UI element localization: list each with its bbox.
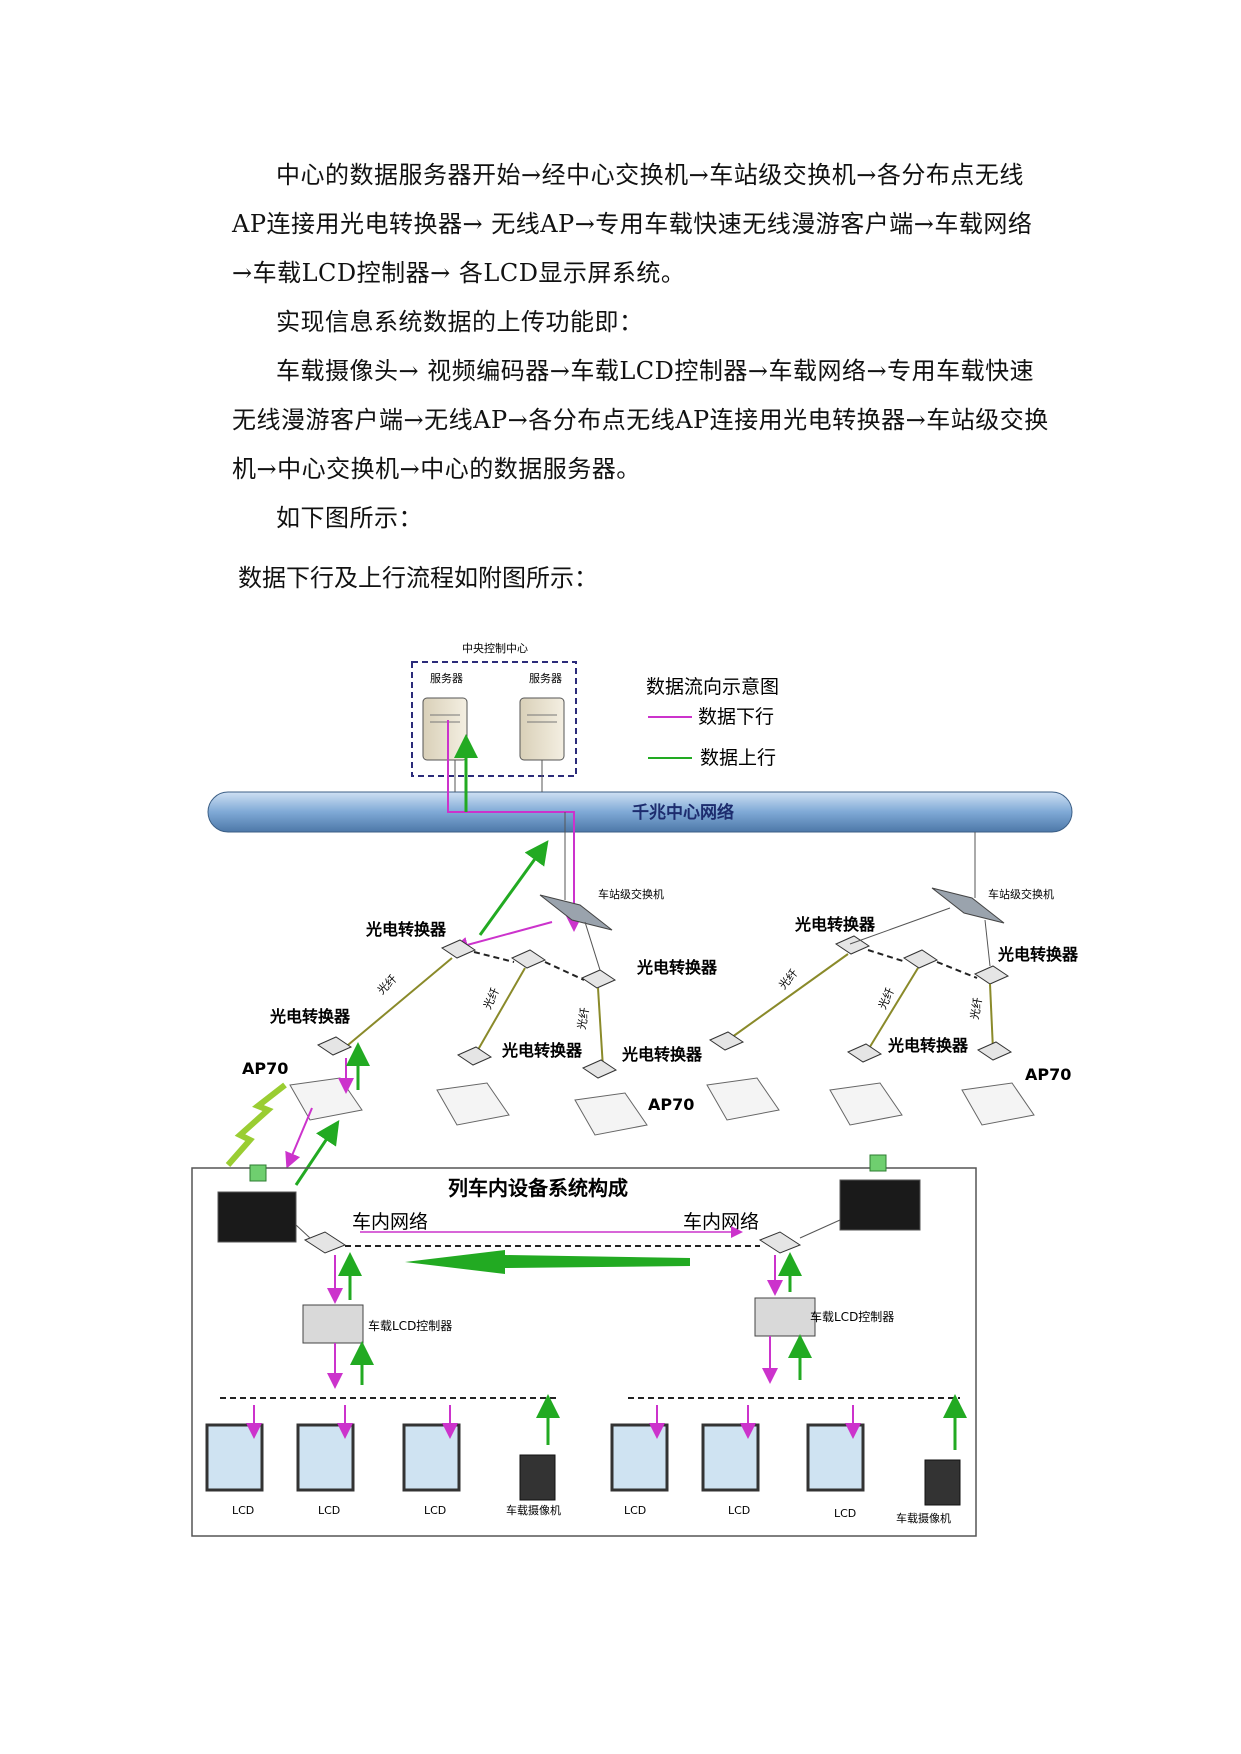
center-frame bbox=[411, 661, 577, 777]
paragraph-see-below: 如下图所示： bbox=[276, 504, 423, 532]
downstream-path-center bbox=[447, 720, 582, 932]
train-switch-icon-left bbox=[303, 1231, 347, 1254]
train-frame bbox=[191, 1167, 977, 1537]
fiber-label-d: 光纤 bbox=[776, 966, 801, 992]
ap-icon-e bbox=[829, 1082, 903, 1126]
camera-icon-right bbox=[924, 1459, 961, 1506]
lcd-label-4: LCD bbox=[624, 1504, 646, 1517]
train-network-label-right: 车内网络 bbox=[683, 1211, 759, 1233]
converter-icon-j bbox=[708, 1031, 745, 1051]
ap-icon-c bbox=[574, 1092, 648, 1136]
legend-title: 数据流向示意图 bbox=[646, 676, 779, 698]
server-icon-right bbox=[519, 697, 565, 761]
train-upstream-arrow bbox=[405, 1250, 690, 1274]
converter-label-g: 光电转换器 bbox=[794, 915, 876, 934]
roaming-client-icon-left bbox=[217, 1164, 297, 1243]
camera-label-right: 车载摄像机 bbox=[896, 1511, 951, 1525]
ap-icon-d bbox=[706, 1077, 780, 1121]
converter-label-a: 光电转换器 bbox=[365, 920, 447, 939]
converter-label-e: 光电转换器 bbox=[501, 1041, 583, 1060]
lcd-monitor-icon-5 bbox=[701, 1423, 760, 1492]
fiber-label-f: 光纤 bbox=[967, 996, 985, 1020]
backbone-pipe bbox=[207, 791, 1073, 833]
legend-down-label: 数据下行 bbox=[698, 706, 774, 728]
backbone-label: 千兆中心网络 bbox=[632, 802, 734, 823]
fiber-label-b: 光纤 bbox=[480, 985, 502, 1011]
ap-label-b: AP70 bbox=[648, 1095, 694, 1114]
figure-caption: 数据下行及上行流程如附图所示： bbox=[238, 564, 598, 592]
lcd-label-5: LCD bbox=[728, 1504, 750, 1517]
converter-icon-e bbox=[456, 1046, 493, 1066]
wireless-link-icon bbox=[225, 1082, 287, 1167]
ap-icon-b bbox=[436, 1082, 510, 1126]
lcd-monitor-icon-2 bbox=[296, 1423, 355, 1492]
converter-icon-c bbox=[580, 969, 617, 989]
paragraph-downstream-flow: 中心的数据服务器开始→经中心交换机→车站级交换机→各分布点无线AP连接用光电转换… bbox=[232, 161, 1033, 287]
lcd-label-3: LCD bbox=[424, 1504, 446, 1517]
lcd-label-6: LCD bbox=[834, 1507, 856, 1520]
paragraph-upstream-flow: 车载摄像头→ 视频编码器→车载LCD控制器→车载网络→专用车载快速无线漫游客户端… bbox=[232, 357, 1049, 483]
converter-label-f: 光电转换器 bbox=[621, 1045, 703, 1064]
converter-label-d: 光电转换器 bbox=[269, 1007, 351, 1026]
lcd-controller-icon-right bbox=[754, 1297, 816, 1337]
converter-label-i: 光电转换器 bbox=[997, 945, 1079, 964]
train-switch-icon-right bbox=[758, 1231, 802, 1254]
converter-label-k: 光电转换器 bbox=[887, 1036, 969, 1055]
lcd-label-2: LCD bbox=[318, 1504, 340, 1517]
paragraph-upload-intro: 实现信息系统数据的上传功能即： bbox=[276, 308, 644, 336]
lcd-controller-label-left: 车载LCD控制器 bbox=[368, 1318, 452, 1333]
lcd-label-1: LCD bbox=[232, 1504, 254, 1517]
camera-label-left: 车载摄像机 bbox=[506, 1503, 561, 1517]
ap-icon-f bbox=[961, 1082, 1035, 1126]
converter-icon-f bbox=[581, 1059, 618, 1079]
lcd-controller-icon-left bbox=[302, 1304, 364, 1344]
lcd-monitor-icon-4 bbox=[610, 1423, 669, 1492]
train-network-label-left: 车内网络 bbox=[352, 1211, 428, 1233]
ap-label-a: AP70 bbox=[242, 1059, 288, 1078]
converter-icon-i bbox=[973, 965, 1010, 985]
converter-icon-b bbox=[510, 949, 547, 969]
converter-icon-l bbox=[976, 1041, 1013, 1061]
center-title: 中央控制中心 bbox=[462, 641, 528, 655]
converter-label-c: 光电转换器 bbox=[636, 958, 718, 977]
station-switch-left bbox=[539, 894, 613, 931]
roaming-client-icon-right bbox=[839, 1154, 921, 1231]
legend-up-label: 数据上行 bbox=[700, 747, 776, 769]
server-label-right: 服务器 bbox=[529, 672, 562, 685]
server-icon-left bbox=[422, 697, 468, 761]
converter-icon-h bbox=[902, 949, 939, 969]
lcd-monitor-icon-6 bbox=[806, 1423, 865, 1492]
camera-icon-left bbox=[519, 1454, 556, 1501]
converter-icon-d bbox=[316, 1036, 353, 1056]
lcd-controller-label-right: 车载LCD控制器 bbox=[810, 1309, 894, 1324]
ap-label-c: AP70 bbox=[1025, 1065, 1071, 1084]
converter-icon-k bbox=[846, 1043, 883, 1063]
ap-icon-a bbox=[289, 1077, 363, 1121]
station-switch-right bbox=[931, 887, 1005, 924]
train-title: 列车内设备系统构成 bbox=[448, 1176, 628, 1200]
station-switch-left-label: 车站级交换机 bbox=[598, 887, 664, 901]
fiber-label-c: 光纤 bbox=[574, 1006, 592, 1030]
converter-icon-a bbox=[440, 939, 477, 959]
station-switch-right-label: 车站级交换机 bbox=[988, 887, 1054, 901]
lcd-monitor-icon-3 bbox=[402, 1423, 461, 1492]
fiber-label-a: 光纤 bbox=[374, 972, 399, 997]
server-label-left: 服务器 bbox=[430, 672, 463, 685]
